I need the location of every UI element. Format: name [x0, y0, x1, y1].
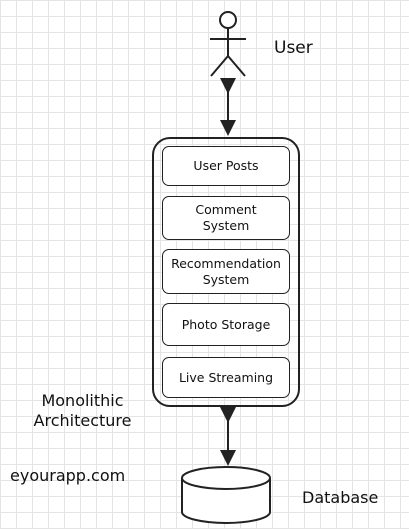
- module-label: User Posts: [193, 158, 259, 173]
- module-user-posts: User Posts: [162, 146, 290, 186]
- module-photo-storage: Photo Storage: [162, 303, 290, 346]
- module-label: Comment: [195, 202, 257, 217]
- database-cylinder-icon: [181, 466, 271, 524]
- user-stick-figure-icon: [210, 11, 246, 77]
- module-recommendation-system: Recommendation System: [162, 249, 290, 294]
- monolith-container: [152, 137, 300, 407]
- module-live-streaming: Live Streaming: [162, 357, 290, 398]
- module-label: Recommendation: [171, 255, 281, 271]
- module-label: System: [202, 218, 250, 233]
- watermark-text: eyourapp.com: [10, 466, 126, 485]
- architecture-label-line1: Monolithic: [41, 391, 124, 410]
- module-label: Photo Storage: [181, 316, 271, 332]
- architecture-label: Monolithic Architecture: [20, 391, 145, 431]
- module-comment-system: Comment System: [162, 196, 290, 240]
- user-label: User: [274, 38, 313, 58]
- module-label: Live Streaming: [178, 369, 274, 385]
- module-label: System: [202, 271, 250, 287]
- architecture-label-line2: Architecture: [33, 411, 132, 430]
- database-label: Database: [302, 488, 379, 507]
